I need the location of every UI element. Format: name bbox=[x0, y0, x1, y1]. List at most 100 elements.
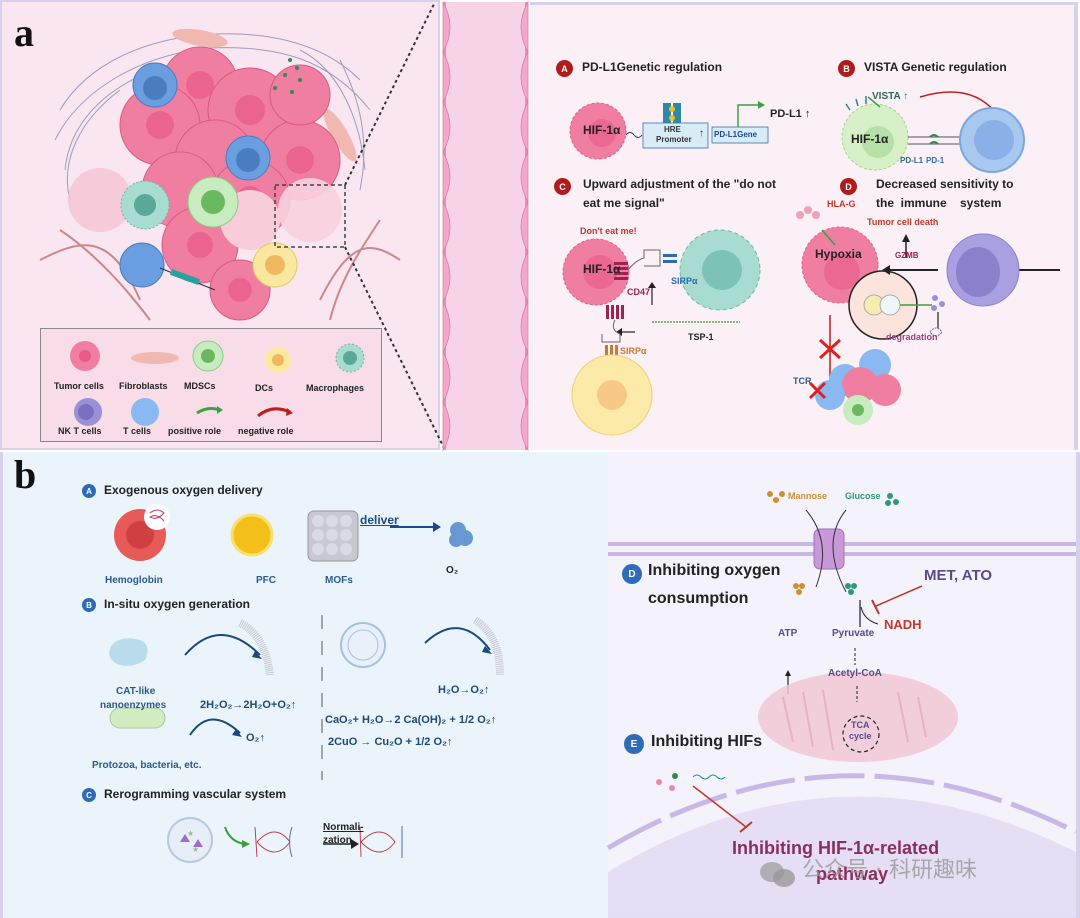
legend-label-tcells: T cells bbox=[123, 426, 152, 436]
svg-text:★: ★ bbox=[187, 829, 194, 838]
protozoa-label: Protozoa, bacteria, etc. bbox=[92, 760, 202, 771]
badge-c-red: C bbox=[554, 178, 571, 195]
inhibiting-hifs-title: Inhibiting HIFs bbox=[651, 733, 763, 750]
tumor-cell-death-label: Tumor cell death bbox=[867, 217, 939, 227]
mofs-label: MOFs bbox=[325, 575, 353, 586]
glucose-transporter-icon bbox=[813, 528, 845, 570]
vista-regulation-diagram bbox=[841, 91, 1025, 173]
oxygen-carriers-illustration bbox=[114, 504, 473, 562]
hla-g-label: HLA-G bbox=[827, 199, 856, 209]
vista-label: VISTA ↑ bbox=[872, 91, 909, 102]
bacteria-icon bbox=[109, 707, 166, 729]
met-ato-label: MET, ATO bbox=[924, 567, 993, 584]
legend-icons bbox=[70, 340, 365, 426]
hif-pathway-label-line1: Inhibiting HIF-1α-related bbox=[732, 838, 940, 858]
tca-cycle-icon bbox=[842, 715, 880, 753]
hypoxia-label: Hypoxia bbox=[815, 247, 862, 261]
legend-label-macrophages: Macrophages bbox=[306, 383, 365, 393]
tcr-label: TCR bbox=[793, 376, 812, 386]
legend-label-nkt: NK T cells bbox=[58, 426, 102, 436]
inhibiting-oxygen-title-line1: Inhibiting oxygen bbox=[648, 562, 781, 579]
normalization-line2: zation bbox=[323, 835, 352, 846]
cuo-equation: 2CuO → Cu₂O + 1/2 O₂↑ bbox=[328, 736, 453, 748]
do-not-eat-me-diagram bbox=[562, 229, 761, 436]
wechat-icon bbox=[760, 862, 795, 887]
abnormal-vessel-icon bbox=[254, 826, 291, 858]
degradation-label: degradation bbox=[886, 332, 938, 342]
hif-1a-label-b: HIF-1α bbox=[851, 132, 889, 146]
normalization-line1: Normali- bbox=[323, 822, 364, 833]
legend-label-dcs: DCs bbox=[255, 383, 274, 393]
svg-text:★: ★ bbox=[192, 845, 199, 854]
vascular-title: Rerogramming vascular system bbox=[104, 787, 287, 801]
nanoparticle-icon bbox=[340, 622, 386, 668]
cat-like-label-line1: CAT-like bbox=[116, 686, 156, 697]
section-c-title-line1: Upward adjustment of the "do not bbox=[583, 177, 777, 191]
o2-up-label: O₂↑ bbox=[246, 732, 265, 744]
fibroblast bbox=[172, 28, 228, 48]
cat-like-label-line2: nanoenzymes bbox=[100, 700, 167, 711]
tumor-microenvironment-illustration bbox=[39, 1, 446, 451]
sirpa-label-2: SIRPα bbox=[620, 346, 647, 356]
pd-l1-label-b: PD-L1 bbox=[900, 156, 924, 165]
badge-b-c: C bbox=[82, 788, 96, 802]
badge-b-a: A bbox=[82, 484, 96, 498]
pd-l1-regulation-diagram bbox=[569, 101, 769, 160]
cao2-equation: CaO₂+ H₂O→2 Ca(OH)₂ + 1/2 O₂↑ bbox=[325, 714, 497, 726]
section-b-title: VISTA Genetic regulation bbox=[864, 60, 1007, 74]
badge-c-d: D bbox=[622, 564, 642, 584]
badge-a-red: A bbox=[556, 60, 573, 77]
drug-carrier-icon bbox=[167, 817, 213, 863]
hre-label: HRE bbox=[664, 125, 681, 134]
cd47-label: CD47 bbox=[627, 287, 651, 297]
metabolism-illustration bbox=[606, 491, 1078, 918]
pfc-label: PFC bbox=[256, 575, 276, 586]
o2-molecule-icon bbox=[449, 522, 473, 547]
legend-label-tumor: Tumor cells bbox=[54, 381, 104, 391]
h2o2-equation: 2H₂O₂→2H₂O+O₂↑ bbox=[200, 699, 297, 711]
promoter-up-arrow: ↑ bbox=[699, 128, 704, 139]
vascular-normalization-illustration: ★★ bbox=[167, 817, 403, 863]
acetyl-coa-label: Acetyl-CoA bbox=[828, 668, 882, 679]
legend-label-mdscs: MDSCs bbox=[184, 381, 216, 391]
pd-l1-output-label: PD-L1 ↑ bbox=[770, 108, 811, 120]
nadh-label: NADH bbox=[884, 617, 922, 632]
pyruvate-label: Pyruvate bbox=[832, 628, 875, 639]
glucose-label: Glucose bbox=[845, 491, 881, 501]
endothelial-cells bbox=[442, 0, 529, 452]
hif-pathway-label-line2: pathway bbox=[816, 864, 889, 884]
t-cell-icon bbox=[131, 398, 159, 426]
o2-label: O₂ bbox=[446, 565, 459, 576]
gzmb-label: GZMB bbox=[895, 251, 919, 260]
in-situ-illustration bbox=[109, 615, 504, 780]
badge-d-red: D bbox=[840, 178, 857, 195]
pd-l1-gene-label: PD-L1Gene bbox=[714, 130, 758, 139]
in-situ-oxygen-title: In-situ oxygen generation bbox=[104, 597, 251, 611]
pd-1-label: PD-1 bbox=[926, 156, 945, 165]
cat-nanoenzyme-icon bbox=[109, 638, 148, 666]
panel-a-label: a bbox=[14, 10, 34, 55]
pfc-icon bbox=[230, 513, 274, 557]
negative-role-icon bbox=[257, 407, 291, 418]
panel-b-label: b bbox=[14, 452, 37, 497]
sirpa-label-1: SIRPα bbox=[671, 276, 698, 286]
mannose-label: Mannose bbox=[788, 491, 828, 501]
badge-b-red: B bbox=[838, 60, 855, 77]
inhibiting-oxygen-title-line2: consumption bbox=[648, 590, 749, 607]
deliver-label: deliver bbox=[360, 513, 399, 527]
hif-1a-label-a: HIF-1α bbox=[583, 123, 621, 137]
section-d-title-line2: the immune system bbox=[876, 196, 1002, 210]
immune-sensitivity-diagram bbox=[796, 206, 1060, 425]
section-c-title-line2: eat me signal" bbox=[583, 196, 665, 210]
panel-b bbox=[0, 452, 608, 918]
legend-label-fibroblasts: Fibroblasts bbox=[119, 381, 168, 391]
hif-1a-label-c: HIF-1α bbox=[583, 262, 621, 276]
watermark-text: 公众号 · 科研趣味 bbox=[802, 858, 977, 883]
legend-label-positive: positive role bbox=[168, 426, 222, 436]
zoom-region-box bbox=[274, 184, 346, 248]
atp-label: ATP bbox=[778, 628, 798, 639]
badge-b-b: B bbox=[82, 598, 96, 612]
fibroblast-icon bbox=[131, 352, 179, 364]
cycle-label: cycle bbox=[849, 731, 872, 741]
tsp-1-label: TSP-1 bbox=[688, 332, 714, 342]
